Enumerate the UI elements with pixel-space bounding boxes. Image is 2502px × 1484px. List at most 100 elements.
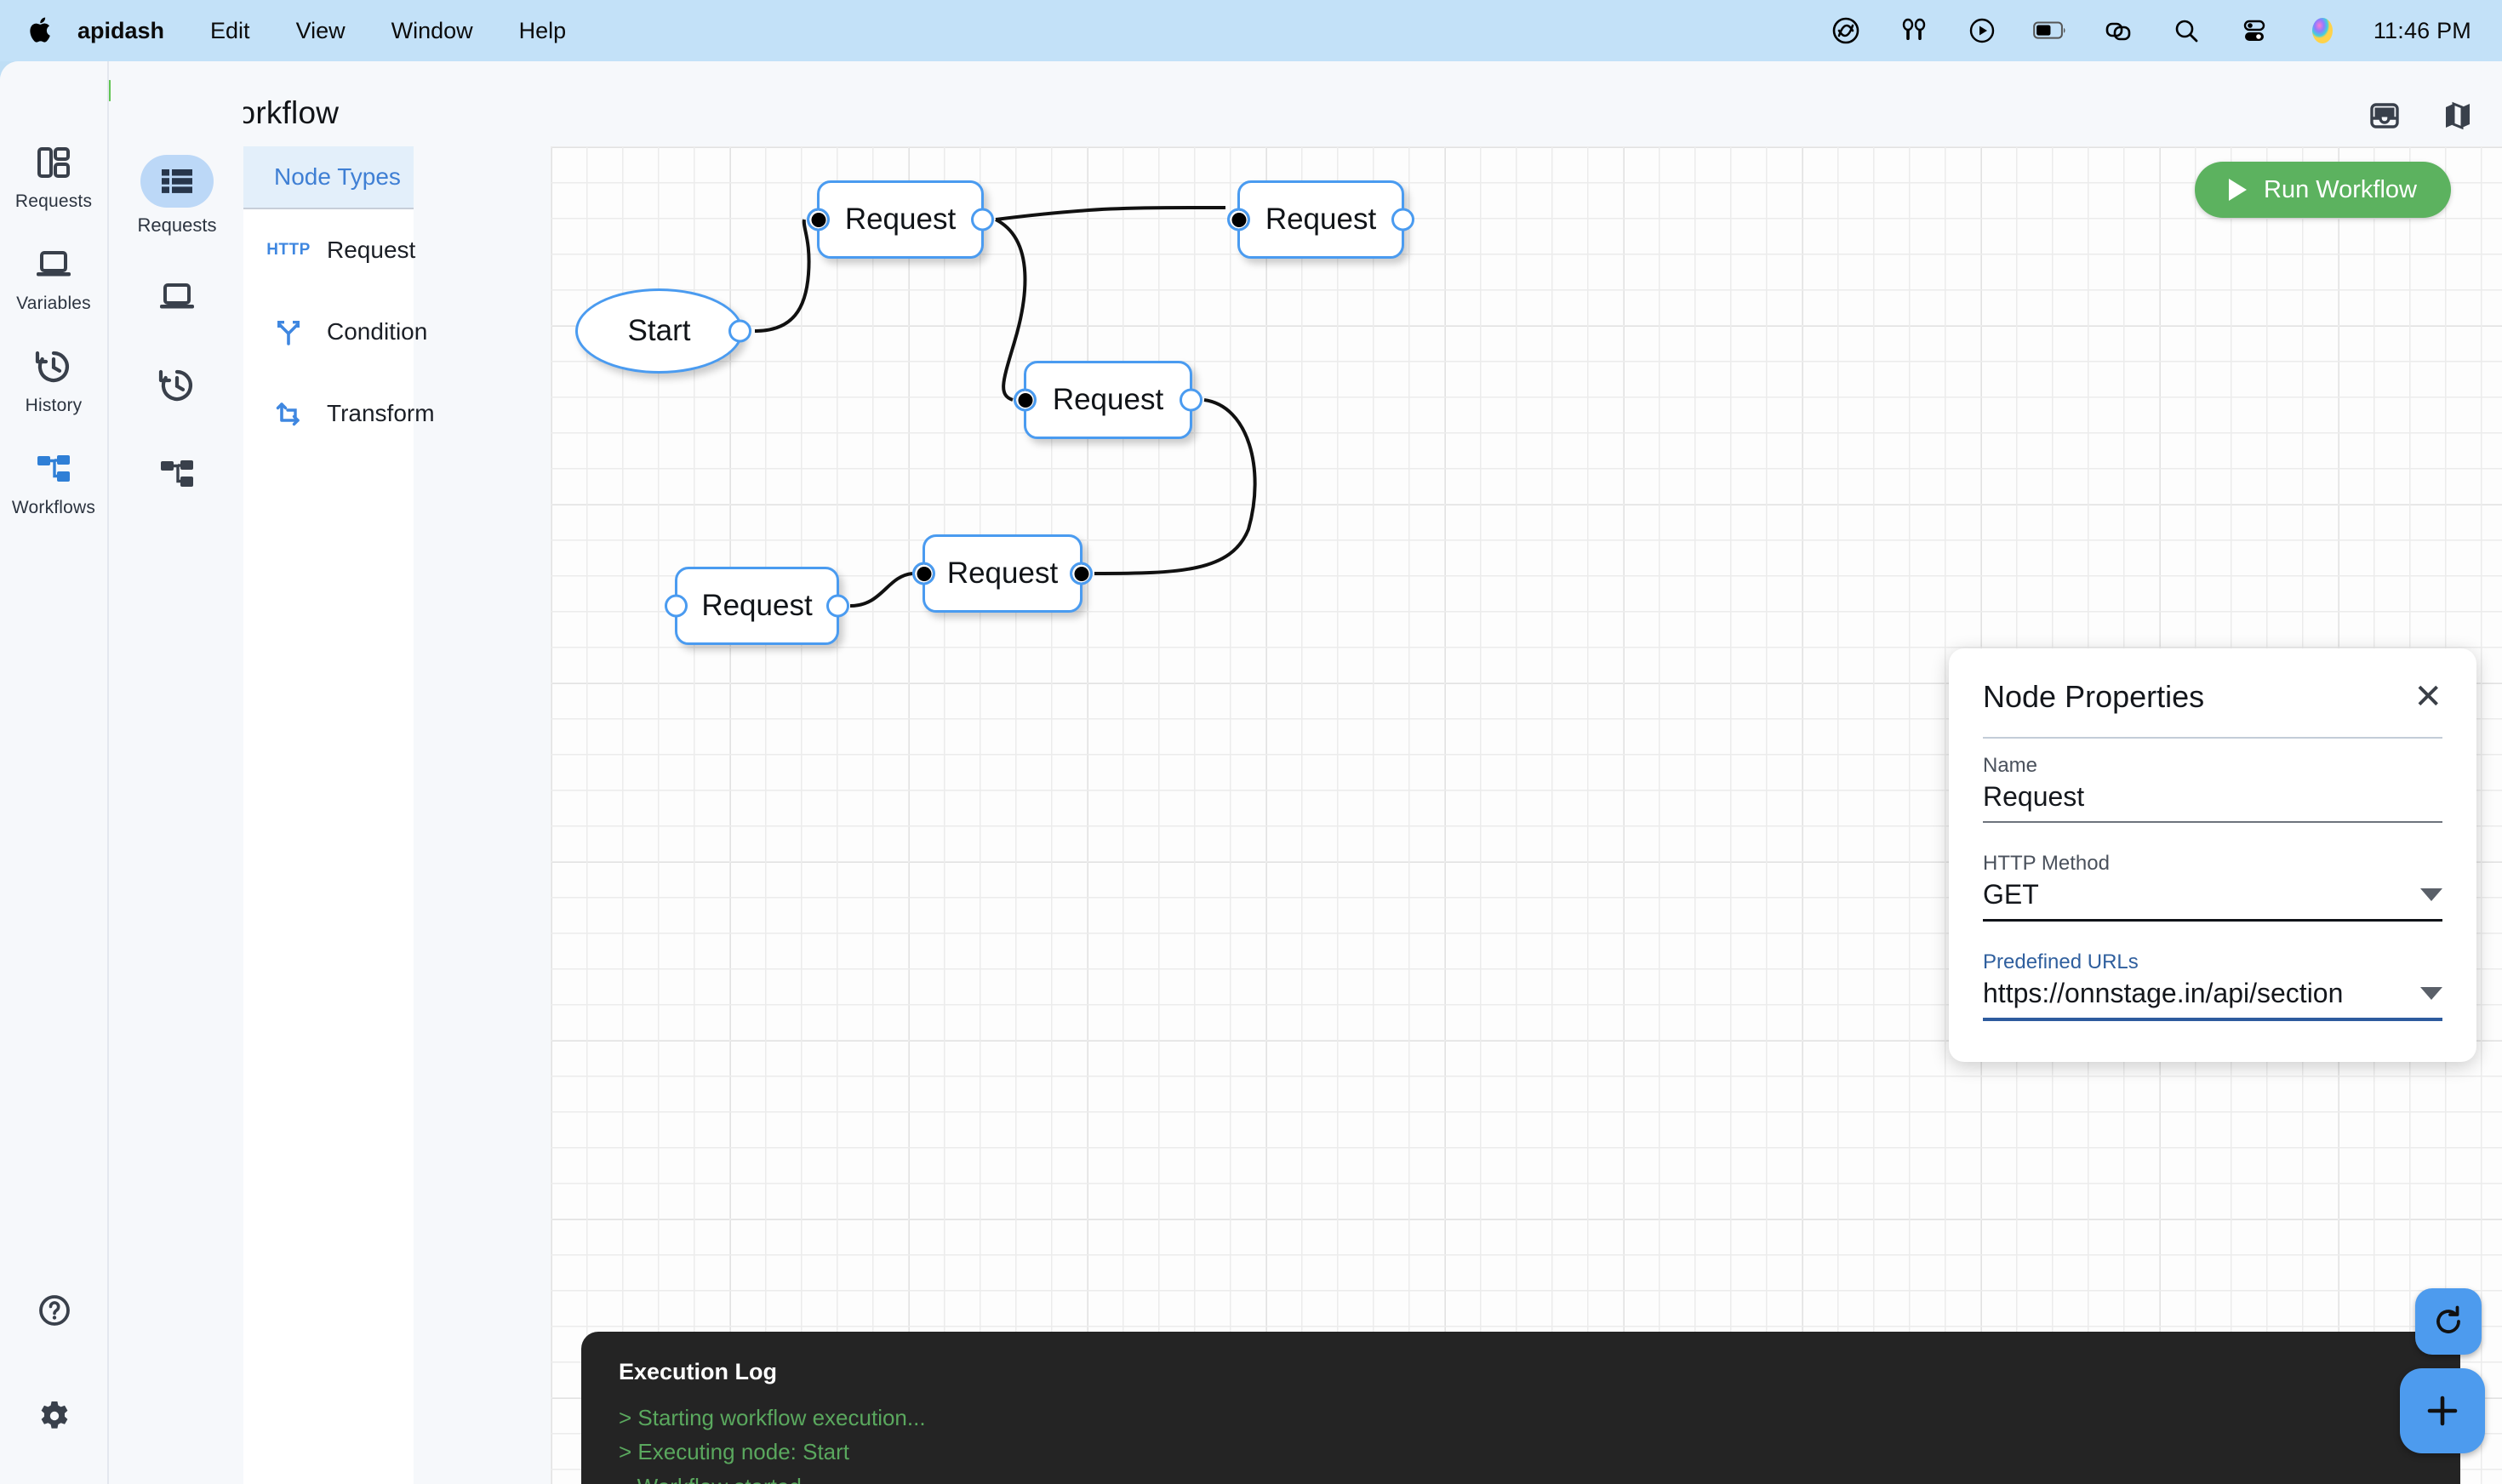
refresh-fab-button[interactable]	[2415, 1288, 2482, 1355]
branch-condition-icon	[272, 316, 305, 348]
run-workflow-button[interactable]: Run Workflow	[2195, 162, 2451, 218]
name-input[interactable]: Request	[1983, 781, 2442, 821]
run-workflow-label: Run Workflow	[2264, 175, 2417, 203]
node-input-port[interactable]	[1227, 208, 1250, 231]
workflow-node-request-2[interactable]: Request	[1227, 180, 1414, 259]
list-rows-icon	[161, 169, 192, 193]
field-underline	[1983, 821, 2442, 823]
rail2-item-variables[interactable]	[140, 271, 214, 323]
field-underline	[1983, 1017, 2442, 1021]
rail2-item-requests[interactable]: Requests	[137, 155, 217, 237]
inbox-panel-icon[interactable]	[2366, 97, 2403, 134]
menubar-clock[interactable]: 11:46 PM	[2373, 17, 2471, 43]
sidebar-item-label: Requests	[14, 191, 93, 211]
chevron-down-icon	[2420, 888, 2442, 901]
close-icon[interactable]: ✕	[2413, 678, 2442, 716]
node-output-port[interactable]	[1070, 562, 1093, 585]
log-line: > Executing node: Start	[619, 1439, 850, 1465]
gear-icon[interactable]	[34, 1396, 75, 1436]
workflow-node-request-1[interactable]: Request	[807, 180, 994, 259]
menubar-item-apidash[interactable]: apidash	[77, 17, 165, 43]
rail2-item-history[interactable]	[140, 359, 214, 412]
sidebar-item-label: Workflows	[11, 498, 96, 517]
rail2-pill	[140, 359, 214, 412]
http-badge-icon: HTTP	[266, 241, 311, 259]
node-type-label: Request	[327, 237, 416, 263]
node-label: Request	[946, 556, 1059, 590]
node-input-port[interactable]	[1014, 388, 1037, 412]
sidebar-item-variables[interactable]: Variables	[0, 244, 108, 314]
node-type-condition[interactable]: Condition	[243, 291, 427, 373]
workflow-node-request-5[interactable]: Request	[665, 567, 849, 645]
apple-logo-icon[interactable]	[26, 14, 54, 48]
transform-crop-icon	[272, 397, 305, 430]
node-output-port[interactable]	[1391, 208, 1414, 231]
sidebar-item-label: Variables	[16, 294, 91, 313]
node-types-header[interactable]: Node Types	[243, 146, 414, 209]
sidebar-item-workflows[interactable]: Workflows	[0, 448, 108, 518]
siri-icon[interactable]	[2305, 14, 2339, 48]
menubar-item-help[interactable]: Help	[518, 17, 567, 43]
http-method-select[interactable]: GET	[1983, 879, 2442, 919]
node-input-port[interactable]	[912, 562, 935, 585]
airpods-icon[interactable]	[1897, 14, 1931, 48]
workflow-node-request-4[interactable]: Request	[912, 534, 1093, 613]
execution-log-title: Execution Log	[619, 1359, 778, 1384]
sidebar-item-label: History	[25, 396, 83, 415]
node-input-port[interactable]	[807, 208, 830, 231]
field-label: HTTP Method	[1983, 852, 2110, 875]
node-label: Request	[844, 203, 957, 236]
refresh-icon	[2436, 1305, 2460, 1333]
primary-sidebar: Requests Variables History Workflows	[0, 61, 109, 1484]
play-circle-icon[interactable]	[1965, 14, 1999, 48]
battery-icon[interactable]	[2033, 14, 2067, 48]
help-circle-icon[interactable]	[34, 1290, 75, 1331]
sidebar-item-requests[interactable]: Requests	[0, 142, 108, 212]
node-input-port[interactable]	[665, 594, 688, 618]
field-name: Name Request	[1983, 754, 2442, 823]
node-output-port[interactable]	[826, 594, 849, 618]
laptop-icon	[160, 283, 194, 309]
rail2-item-label: Requests	[137, 214, 217, 236]
workflow-node-request-3[interactable]: Request	[1014, 361, 1202, 439]
workflow-nodes-icon	[33, 448, 74, 489]
sidebar-bottom-actions	[0, 1290, 109, 1445]
node-type-request[interactable]: HTTP Request	[243, 209, 416, 291]
menubar-item-window[interactable]: Window	[391, 17, 473, 43]
field-value: GET	[1983, 879, 2039, 910]
log-line: Workflow started	[619, 1470, 2423, 1484]
menubar-item-edit[interactable]: Edit	[210, 17, 250, 43]
menubar-left-group: apidash Edit View Window Help	[0, 14, 589, 48]
field-underline	[1983, 919, 2442, 922]
node-types-title: Node Types	[274, 163, 401, 190]
screen-mirroring-icon[interactable]	[2101, 14, 2135, 48]
adobe-creative-cloud-icon[interactable]	[1829, 14, 1863, 48]
control-center-icon[interactable]	[2237, 14, 2271, 48]
node-type-transform[interactable]: Transform	[243, 373, 435, 454]
menubar-item-view[interactable]: View	[295, 17, 346, 43]
divider	[1983, 737, 2442, 739]
field-predefined-urls: Predefined URLs https://onnstage.in/api/…	[1983, 950, 2442, 1021]
node-output-port[interactable]	[728, 319, 751, 343]
node-output-port[interactable]	[1180, 388, 1202, 412]
play-icon	[2229, 179, 2248, 201]
rail2-item-workflows[interactable]	[140, 448, 214, 500]
log-line: > Starting workflow execution...	[619, 1405, 926, 1430]
field-label: Predefined URLs	[1983, 950, 2139, 973]
secondary-icon-rail: Requests	[111, 61, 243, 1484]
map-overview-icon[interactable]	[2439, 97, 2476, 134]
macos-menubar: apidash Edit View Window Help	[0, 0, 2502, 61]
node-type-label: Condition	[327, 318, 428, 345]
field-http-method: HTTP Method GET	[1983, 852, 2442, 922]
workflow-node-start[interactable]: Start	[575, 288, 751, 374]
sidebar-item-history[interactable]: History	[0, 346, 108, 416]
plus-icon	[2427, 1396, 2458, 1426]
title-bar-actions	[2366, 97, 2476, 134]
chevron-down-icon	[2420, 986, 2442, 1000]
add-node-fab-button[interactable]	[2400, 1368, 2485, 1453]
node-properties-panel: Node Properties ✕ Name Request HTTP Meth…	[1949, 648, 2476, 1062]
search-icon[interactable]	[2169, 14, 2203, 48]
predefined-urls-select[interactable]: https://onnstage.in/api/section	[1983, 978, 2442, 1018]
node-properties-title: Node Properties	[1983, 679, 2205, 714]
node-output-port[interactable]	[971, 208, 994, 231]
